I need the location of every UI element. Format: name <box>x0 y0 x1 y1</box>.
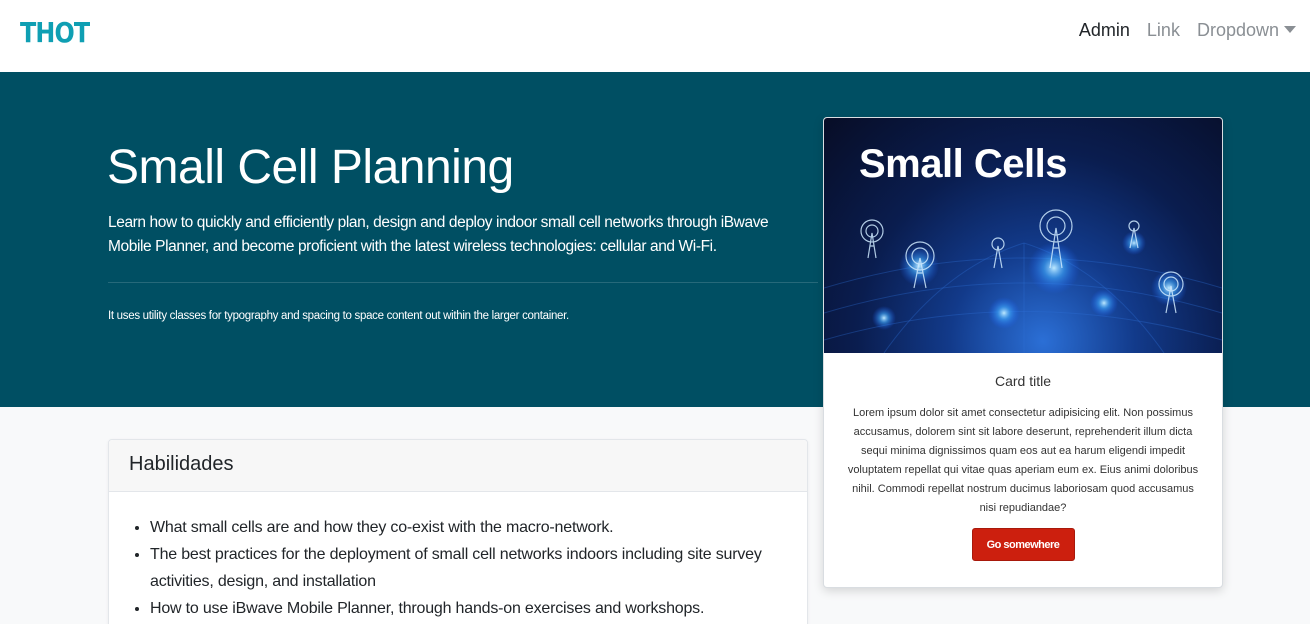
nav-dropdown[interactable]: Dropdown <box>1197 20 1296 41</box>
list-item: What small cells are and how they co-exi… <box>150 514 787 541</box>
list-item: The best practices for the deployment of… <box>150 541 787 595</box>
card-title: Card title <box>994 373 1052 389</box>
hero-divider <box>108 282 818 283</box>
feature-card: Small Cells Card title Lorem ipsum dolor… <box>823 117 1223 588</box>
nav-link-admin[interactable]: Admin <box>1078 20 1130 40</box>
skills-list: What small cells are and how they co-exi… <box>109 492 807 622</box>
skills-card: Habilidades What small cells are and how… <box>108 439 808 624</box>
nav-dropdown-label: Dropdown <box>1196 20 1279 40</box>
hero-lead: Learn how to quickly and efficiently pla… <box>108 214 769 255</box>
card-image-small-cells: Small Cells <box>824 118 1222 353</box>
network-illustration <box>824 209 1222 353</box>
go-somewhere-button[interactable]: Go somewhere <box>971 528 1075 561</box>
card-body: Card title Lorem ipsum dolor sit amet co… <box>824 373 1222 561</box>
nav-links: Admin Link Dropdown <box>1079 20 1296 41</box>
card-image-title: Small Cells <box>859 142 1067 186</box>
navbar: THOT Admin Link Dropdown <box>0 0 1310 72</box>
caret-down-icon <box>1284 26 1296 33</box>
hero-title: Small Cell Planning <box>107 141 514 194</box>
hero-note: It uses utility classes for typography a… <box>108 310 569 322</box>
nav-link-link[interactable]: Link <box>1146 20 1180 40</box>
card-text: Lorem ipsum dolor sit amet consectetur a… <box>847 407 1199 514</box>
list-item: How to use iBwave Mobile Planner, throug… <box>150 595 787 622</box>
brand-logo[interactable]: THOT <box>20 16 90 49</box>
skills-header: Habilidades <box>109 440 807 492</box>
